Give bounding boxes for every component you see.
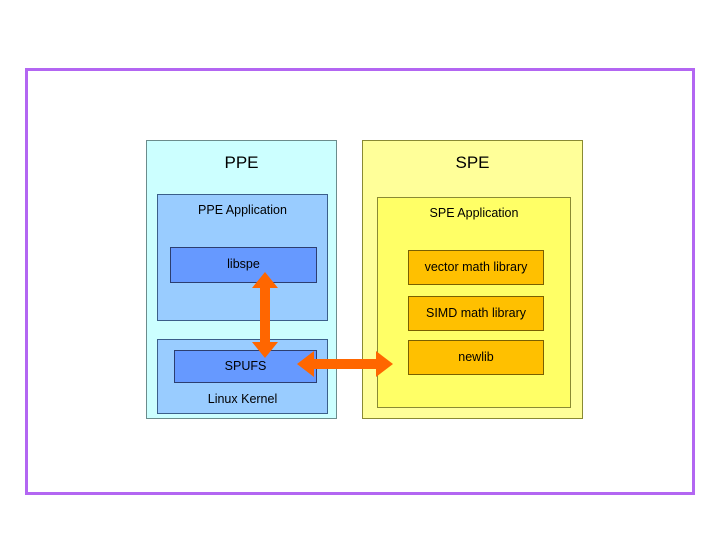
linux-kernel-label: Linux Kernel — [207, 392, 278, 407]
spe-title: SPE — [455, 153, 490, 172]
newlib-box: newlib — [408, 340, 544, 375]
ppe-container: PPE PPE Application libspe SPUFS Linux K… — [146, 140, 337, 419]
libspe-box: libspe — [170, 247, 317, 283]
spe-application-title: SPE Application — [429, 206, 519, 220]
libspe-label: libspe — [227, 257, 260, 272]
newlib-label: newlib — [458, 349, 494, 364]
linux-kernel-box: SPUFS Linux Kernel — [157, 339, 328, 414]
vector-math-library-label: vector math library — [424, 259, 528, 274]
simd-math-library-label: SIMD math library — [425, 305, 527, 320]
spufs-box: SPUFS — [174, 350, 317, 383]
ppe-application-box: PPE Application libspe — [157, 194, 328, 321]
arrow-libspe-spufs-icon — [252, 272, 278, 358]
arrow-spufs-spe-icon — [297, 351, 393, 377]
ppe-application-title: PPE Application — [198, 203, 287, 217]
diagram-outer-frame — [25, 68, 695, 495]
ppe-title: PPE — [224, 153, 259, 172]
spe-application-box: SPE Application vector math library SIMD… — [377, 197, 571, 408]
simd-math-library-box: SIMD math library — [408, 296, 544, 331]
vector-math-library-box: vector math library — [408, 250, 544, 285]
spufs-label: SPUFS — [224, 358, 267, 373]
spe-container: SPE SPE Application vector math library … — [362, 140, 583, 419]
